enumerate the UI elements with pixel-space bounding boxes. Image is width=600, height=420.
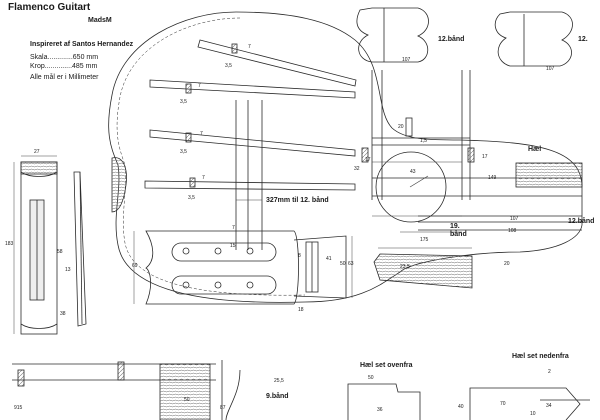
dim-label: 183	[5, 241, 14, 247]
dim-label: 8	[298, 253, 301, 259]
heel-label: Hæl	[528, 146, 542, 153]
dim-label: 41	[326, 256, 332, 262]
scale-label: Skala.............650 mm	[30, 54, 99, 61]
dim-label: 18	[298, 307, 304, 313]
dim-label: 15	[230, 243, 236, 249]
body-length-label: Krop..............485 mm	[30, 63, 98, 70]
dim-label: 17	[365, 157, 371, 163]
dim-label: 36	[377, 407, 383, 413]
dim-label: 50	[340, 261, 346, 267]
heel-bottom-view	[469, 387, 581, 420]
heel-bottom-label: Hæl set nedenfra	[512, 353, 569, 360]
dim-label: 7	[200, 131, 203, 137]
headstock-drawing	[145, 230, 347, 305]
fret19-label: 19.	[450, 223, 460, 230]
dim-label: 69	[132, 263, 138, 269]
top-outline-1	[356, 7, 429, 63]
guitar-body-outline	[108, 11, 583, 303]
dim-label: 50	[184, 397, 190, 403]
dim-label: 20	[398, 124, 404, 130]
dim-label: 70	[500, 401, 506, 407]
dim-label: 149	[488, 175, 497, 181]
top-outline-2	[494, 11, 573, 67]
fret12-top-label: 12.bånd	[438, 36, 465, 43]
bottom-assembly	[12, 360, 241, 420]
dim-label: 175	[420, 237, 429, 243]
soundhole	[375, 151, 447, 223]
dim-label: 27	[34, 149, 40, 155]
dim-label: 7	[232, 225, 235, 231]
dim-label: 3,5	[225, 63, 232, 69]
scale-to-12-label: 327mm til 12. bånd	[266, 197, 329, 204]
dim-label: 20	[504, 261, 510, 267]
body-inner-dashed	[116, 17, 306, 296]
dim-label: 34	[546, 403, 552, 409]
dim-label: 38	[60, 311, 66, 317]
dim-label: 1,5	[420, 138, 427, 144]
dim-label: 7	[198, 83, 201, 89]
dim-label: 2	[548, 369, 551, 375]
neck-profile	[73, 171, 87, 327]
dim-label: 63	[348, 261, 354, 267]
dim-label: 107	[402, 57, 411, 63]
dim-label: 7	[248, 44, 251, 50]
dim-label: 107	[510, 216, 519, 222]
dim-label: 23,5	[400, 264, 410, 270]
bracing-struts	[144, 39, 357, 191]
dim-label: 3,5	[188, 195, 195, 201]
heel-block	[515, 162, 583, 188]
heel-top-label: Hæl set ovenfra	[360, 362, 413, 369]
headstock-side	[373, 253, 473, 289]
dim-label: 107	[546, 66, 555, 72]
dim-label: 13	[65, 267, 71, 273]
dim-label: 87	[220, 405, 226, 411]
dim-label: 40	[458, 404, 464, 410]
subtitle: Inspireret af Santos Hernandez	[30, 41, 134, 48]
dim-label: 25,5	[274, 378, 284, 384]
dim-label: 3,5	[180, 99, 187, 105]
dim-label: 50	[368, 375, 374, 381]
dim-label: 17	[482, 154, 488, 160]
dim-label: 7	[202, 175, 205, 181]
dim-label: 3,5	[180, 149, 187, 155]
drawing-title: Flamenco Guitart	[8, 2, 91, 13]
dim-label: 58	[57, 249, 63, 255]
dim-label: 32	[354, 166, 360, 172]
units-note: Alle mål er i Millimeter	[30, 74, 99, 81]
dim-label: 43	[410, 169, 416, 175]
fret12-right-label: 12.bånd	[568, 218, 595, 225]
author-label: MadsM	[88, 17, 112, 24]
fret9-label: 9.bånd	[266, 393, 289, 400]
dim-label: 108	[508, 228, 517, 234]
heel-top-view	[347, 383, 421, 420]
fret19-label-2: bånd	[450, 231, 467, 238]
dim-label: 915	[14, 405, 23, 411]
dim-label: 10	[530, 411, 536, 417]
fret12-top-label-2: 12.	[578, 36, 588, 43]
